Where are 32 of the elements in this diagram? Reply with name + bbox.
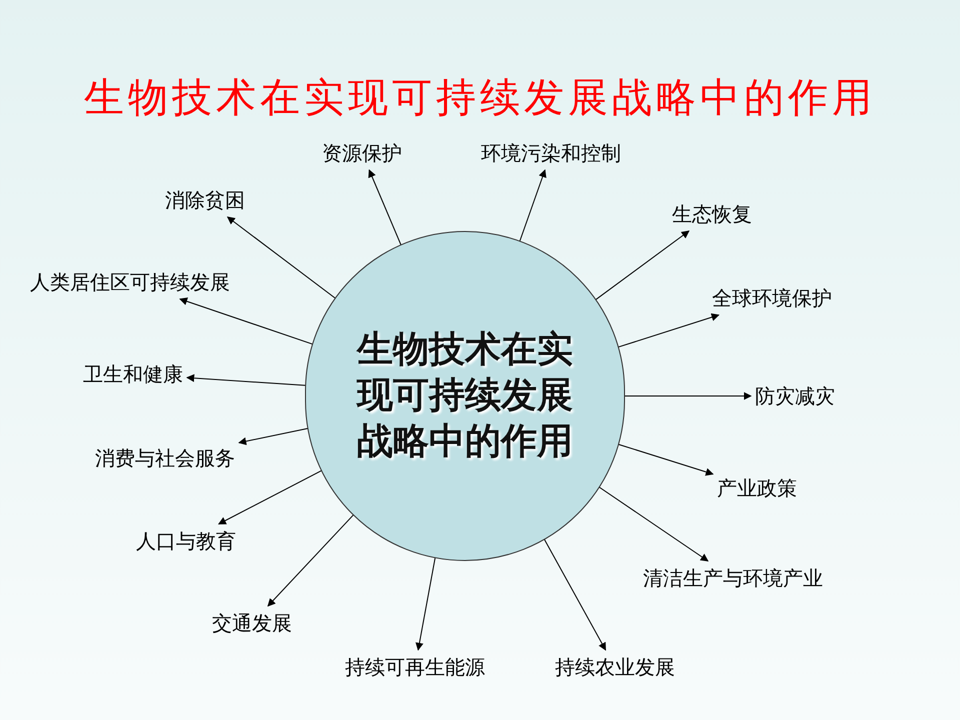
arrow	[267, 514, 354, 607]
arrow	[226, 216, 336, 300]
arrow	[416, 558, 436, 651]
arrow	[519, 169, 546, 242]
arrow	[598, 486, 709, 562]
arrow	[218, 470, 323, 524]
arrow	[368, 169, 402, 246]
arrow	[617, 313, 720, 348]
topic-label: 交通发展	[212, 610, 292, 636]
topic-label: 持续可再生能源	[345, 654, 485, 680]
topic-label: 清洁生产与环境产业	[643, 565, 823, 591]
topic-label: 环境污染和控制	[481, 140, 621, 166]
arrow	[594, 230, 690, 301]
topic-label: 全球环境保护	[712, 285, 832, 311]
arrow	[238, 428, 309, 446]
topic-label: 防灾减灾	[755, 383, 835, 409]
title: 生物技术在实现可持续发展战略中的作用	[83, 74, 877, 123]
topic-label: 消除贫困	[165, 187, 245, 213]
topic-label: 持续农业发展	[555, 654, 675, 680]
topic-label: 卫生和健康	[83, 361, 183, 387]
arrow	[624, 392, 752, 400]
topic-label: 资源保护	[322, 140, 402, 166]
topic-label: 人口与教育	[136, 528, 236, 554]
arrow	[618, 444, 714, 476]
arrow	[544, 538, 606, 651]
circle-text: 生物技术在实现可持续发展战略中的作用	[355, 328, 574, 464]
topic-label: 产业政策	[717, 475, 797, 501]
arrow	[179, 298, 314, 345]
topic-label: 人类居住区可持续发展	[30, 269, 230, 295]
topic-label: 生态恢复	[672, 201, 752, 227]
topic-label: 消费与社会服务	[95, 445, 235, 471]
arrow	[186, 374, 306, 386]
